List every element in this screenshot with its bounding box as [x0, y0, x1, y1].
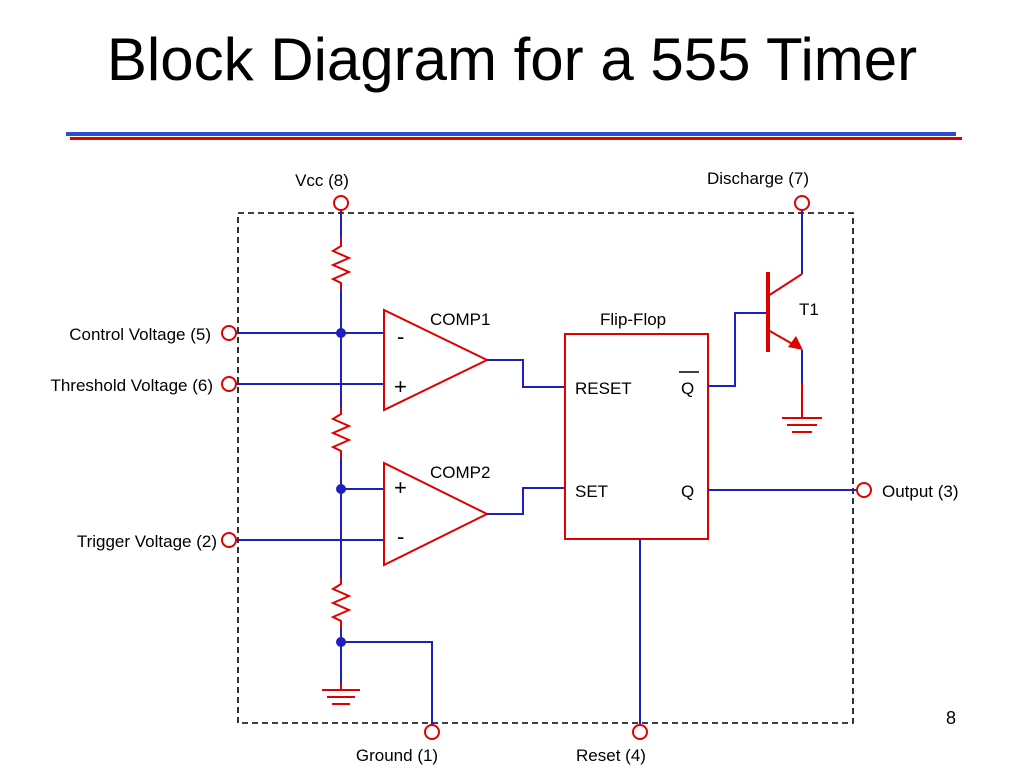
flipflop-reset-port: RESET	[575, 379, 632, 398]
label-output: Output (3)	[882, 482, 959, 501]
pin-discharge-terminal	[794, 195, 810, 211]
comp1-plus-sign: +	[394, 374, 407, 399]
pin-trigger-terminal	[221, 532, 237, 548]
flipflop-qbar-port: Q	[681, 379, 694, 398]
label-flipflop: Flip-Flop	[600, 310, 666, 329]
chip-boundary	[237, 212, 854, 724]
label-comp1: COMP1	[430, 310, 490, 329]
label-comp2: COMP2	[430, 463, 490, 482]
title-divider	[66, 132, 962, 140]
pin-reset-terminal	[632, 724, 648, 740]
flipflop-q-port: Q	[681, 482, 694, 501]
label-t1: T1	[799, 300, 819, 319]
comp1-minus-sign: -	[397, 324, 404, 349]
pin-ground-terminal	[424, 724, 440, 740]
slide-number: 8	[946, 708, 957, 728]
resistor-middle	[330, 408, 352, 458]
label-ground: Ground (1)	[356, 746, 438, 765]
slide-title: Block Diagram for a 555 Timer	[106, 26, 918, 93]
voltage-divider	[322, 210, 360, 705]
comp2-triangle	[383, 461, 490, 567]
label-threshold-voltage: Threshold Voltage (6)	[50, 376, 213, 395]
label-reset: Reset (4)	[576, 746, 646, 765]
transistor-t1	[766, 210, 822, 433]
pin-threshold-terminal	[221, 376, 237, 392]
pin-vcc-terminal	[333, 195, 349, 211]
ground-symbol-t1	[782, 383, 822, 433]
resistor-bottom	[330, 578, 352, 628]
flipflop-set-port: SET	[575, 482, 608, 501]
comp1-triangle	[383, 308, 490, 412]
label-trigger-voltage: Trigger Voltage (2)	[77, 532, 217, 551]
pin-output-terminal	[856, 482, 872, 498]
ground-symbol-divider	[322, 684, 360, 705]
label-discharge: Discharge (7)	[707, 169, 809, 188]
pin-control-terminal	[221, 325, 237, 341]
flipflop-box	[564, 333, 709, 540]
comp2-minus-sign: -	[397, 524, 404, 549]
label-control-voltage: Control Voltage (5)	[69, 325, 211, 344]
resistor-top	[330, 238, 352, 290]
comp2-plus-sign: +	[394, 475, 407, 500]
label-vcc: Vcc (8)	[295, 171, 349, 190]
